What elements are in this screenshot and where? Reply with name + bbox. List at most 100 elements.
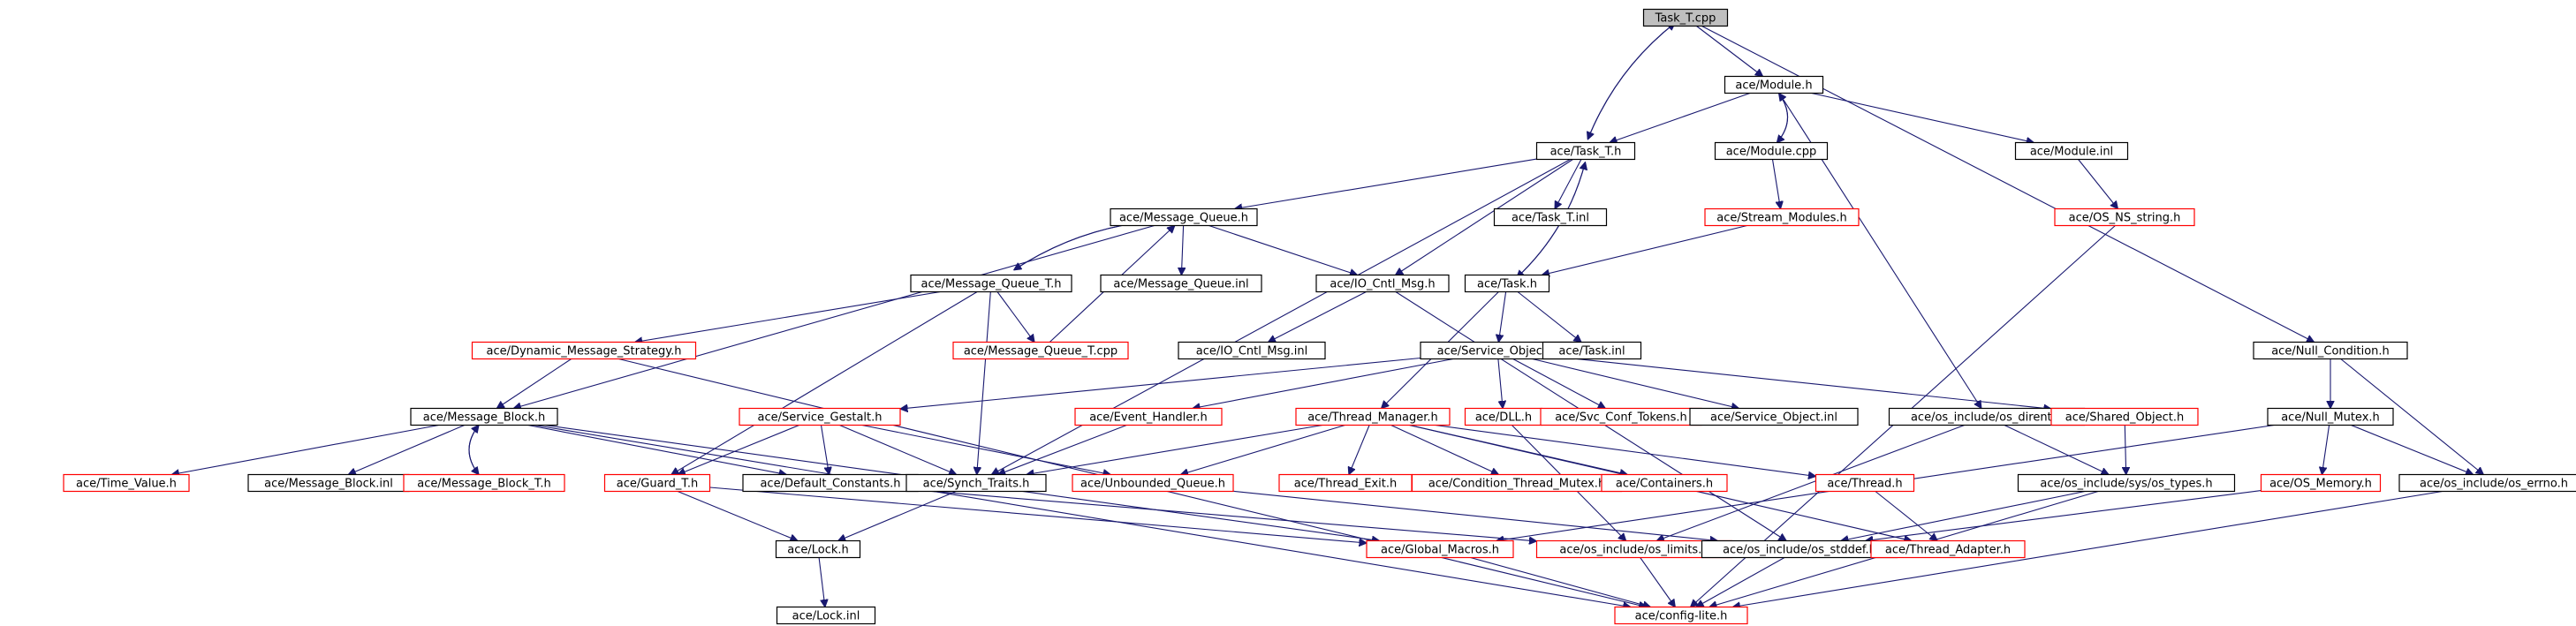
node-label: ace/Default_Constants.h: [760, 478, 900, 491]
node-os-dirent-h[interactable]: ace/os_include/os_dirent.h: [1888, 407, 2086, 426]
node-box: [603, 473, 711, 493]
node-label: ace/Thread.h: [1827, 478, 1902, 491]
node-condition-thread-mutex-h[interactable]: ace/Condition_Thread_Mutex.h: [1411, 473, 1623, 493]
node-os-stddef-h[interactable]: ace/os_include/os_stddef.h: [1701, 539, 1898, 559]
node-module-h[interactable]: ace/Module.h: [1724, 75, 1824, 94]
node-box: [1724, 75, 1824, 94]
edge-service-gestalt-h-to-unbounded-queue-h: [861, 424, 1110, 475]
node-shared-object-h[interactable]: ace/Shared_Object.h: [2050, 407, 2199, 426]
node-null-condition-h[interactable]: ace/Null_Condition.h: [2253, 341, 2408, 360]
node-lock-h[interactable]: ace/Lock.h: [775, 539, 861, 559]
node-label: ace/Task_T.inl: [1512, 212, 1589, 225]
edge-thread-manager-h-to-condition-thread-mutex-h: [1390, 425, 1499, 475]
node-label: ace/os_include/os_errno.h: [2420, 478, 2568, 491]
node-task-t-cpp[interactable]: Task_T.cpp: [1642, 8, 1729, 27]
node-label: ace/IO_Cntl_Msg.h: [1330, 278, 1435, 291]
node-thread-exit-h[interactable]: ace/Thread_Exit.h: [1278, 473, 1413, 493]
node-label: ace/Service_Object.h: [1437, 345, 1558, 358]
node-label: ace/Guard_T.h: [617, 478, 698, 491]
node-time-value-h[interactable]: ace/Time_Value.h: [63, 473, 190, 493]
node-svc-conf-tokens-h[interactable]: ace/Svc_Conf_Tokens.h: [1540, 407, 1702, 426]
node-synch-traits-h[interactable]: ace/Synch_Traits.h: [905, 473, 1047, 493]
node-box: [2253, 341, 2408, 360]
node-box: [1535, 141, 1636, 161]
node-message-block-inl[interactable]: ace/Message_Block.inl: [247, 473, 410, 493]
node-box: [775, 539, 861, 559]
node-service-object-inl[interactable]: ace/Service_Object.inl: [1689, 407, 1859, 426]
node-containers-h[interactable]: ace/Containers.h: [1601, 473, 1728, 493]
node-message-queue-t-h[interactable]: ace/Message_Queue_T.h: [910, 274, 1072, 293]
node-unbounded-queue-h[interactable]: ace/Unbounded_Queue.h: [1072, 473, 1234, 493]
node-label: ace/Null_Mutex.h: [2281, 411, 2380, 425]
node-label: ace/Containers.h: [1616, 478, 1713, 491]
edge-message-queue-h-to-message-block-h: [513, 224, 1155, 409]
node-global-macros-h[interactable]: ace/Global_Macros.h: [1366, 539, 1514, 559]
node-thread-adapter-h[interactable]: ace/Thread_Adapter.h: [1870, 539, 2026, 559]
node-message-queue-inl[interactable]: ace/Message_Queue.inl: [1100, 274, 1262, 293]
edge-task-t-cpp-to-null-condition-h: [1701, 26, 2314, 343]
node-label: ace/Stream_Modules.h: [1716, 212, 1846, 225]
edge-os-limits-h-to-config-lite-h: [1640, 557, 1676, 607]
node-io-cntl-msg-h[interactable]: ace/IO_Cntl_Msg.h: [1315, 274, 1450, 293]
node-message-block-h[interactable]: ace/Message_Block.h: [410, 407, 558, 426]
node-message-queue-h[interactable]: ace/Message_Queue.h: [1110, 207, 1258, 227]
node-os-ns-string-h[interactable]: ace/OS_NS_string.h: [2054, 207, 2195, 227]
node-service-object-h[interactable]: ace/Service_Object.h: [1420, 341, 1575, 360]
edge-task-t-cpp-to-task-t-h: [1587, 22, 1676, 140]
node-label: ace/Message_Block.h: [423, 411, 546, 425]
node-label: ace/Message_Queue.h: [1119, 212, 1248, 225]
node-label: ace/Shared_Object.h: [2065, 411, 2184, 425]
node-task-t-h[interactable]: ace/Task_T.h: [1535, 141, 1636, 161]
node-message-queue-t-cpp[interactable]: ace/Message_Queue_T.cpp: [952, 341, 1129, 360]
node-null-mutex-h[interactable]: ace/Null_Mutex.h: [2267, 407, 2394, 426]
node-dynamic-message-strategy-h[interactable]: ace/Dynamic_Message_Strategy.h: [471, 341, 697, 360]
edge-thread-manager-h-to-thread-h: [1435, 424, 1816, 477]
node-task-inl[interactable]: ace/Task.inl: [1542, 341, 1642, 360]
node-config-lite-h[interactable]: ace/config-lite.h: [1614, 606, 1748, 625]
edge-thread-manager-h-to-unbounded-queue-h: [1181, 424, 1345, 475]
edge-module-h-to-module-inl: [1811, 92, 2034, 143]
node-box: [739, 407, 901, 426]
node-message-block-t-h[interactable]: ace/Message_Block_T.h: [403, 473, 565, 493]
node-label: ace/Service_Gestalt.h: [757, 411, 882, 425]
node-event-handler-h[interactable]: ace/Event_Handler.h: [1074, 407, 1223, 426]
node-label: ace/Message_Queue_T.h: [921, 278, 1062, 291]
edge-service-object-h-to-service-gestalt-h: [900, 357, 1421, 410]
node-lock-inl[interactable]: ace/Lock.inl: [776, 606, 876, 625]
edge-message-block-h-to-config-lite-h: [534, 424, 1631, 607]
edge-dynamic-message-strategy-h-to-message-block-h: [496, 358, 572, 409]
node-task-t-inl[interactable]: ace/Task_T.inl: [1493, 207, 1608, 227]
node-task-h[interactable]: ace/Task.h: [1464, 274, 1550, 293]
node-label: ace/Global_Macros.h: [1381, 544, 1499, 557]
node-io-cntl-msg-inl[interactable]: ace/IO_Cntl_Msg.inl: [1178, 341, 1326, 360]
node-os-errno-h[interactable]: ace/os_include/os_errno.h: [2398, 473, 2576, 493]
node-sys-types-h[interactable]: ace/os_include/sys/os_types.h: [2017, 473, 2236, 493]
node-guard-t-h[interactable]: ace/Guard_T.h: [603, 473, 711, 493]
edge-os-stddef-h-to-config-lite-h: [1696, 557, 1785, 607]
node-layer: Task_T.cpp ace/Module.h ace/Task_T.h ace/Mo…: [63, 8, 2576, 625]
node-box: [1614, 606, 1748, 625]
node-thread-h[interactable]: ace/Thread.h: [1815, 473, 1915, 493]
node-os-limits-h[interactable]: ace/os_include/os_limits.h: [1535, 539, 1733, 559]
edge-thread-manager-h-to-synch-traits-h: [1027, 424, 1323, 475]
node-dll-h[interactable]: ace/DLL.h: [1464, 407, 1543, 426]
node-service-gestalt-h[interactable]: ace/Service_Gestalt.h: [739, 407, 901, 426]
node-label: ace/Event_Handler.h: [1089, 411, 1208, 425]
node-label: ace/Synch_Traits.h: [923, 478, 1030, 491]
node-box: [1464, 274, 1550, 293]
edge-synch-traits-h-to-lock-h: [838, 490, 957, 541]
node-module-cpp[interactable]: ace/Module.cpp: [1714, 141, 1829, 161]
edge-null-mutex-h-to-os-memory-h: [2322, 425, 2330, 475]
node-box: [1074, 407, 1223, 426]
node-thread-manager-h[interactable]: ace/Thread_Manager.h: [1295, 407, 1451, 426]
node-default-constants-h[interactable]: ace/Default_Constants.h: [742, 473, 919, 493]
edge-task-t-h-to-io-cntl-msg-h: [1396, 159, 1573, 275]
node-stream-modules-h[interactable]: ace/Stream_Modules.h: [1704, 207, 1860, 227]
node-module-inl[interactable]: ace/Module.inl: [2014, 141, 2129, 161]
edge-stream-modules-h-to-task-h: [1542, 224, 1747, 275]
node-os-memory-h[interactable]: ace/OS_Memory.h: [2260, 473, 2382, 493]
edge-module-cpp-to-module-h: [1776, 94, 1789, 144]
node-label: ace/Task.h: [1477, 278, 1537, 291]
node-box: [2267, 407, 2394, 426]
